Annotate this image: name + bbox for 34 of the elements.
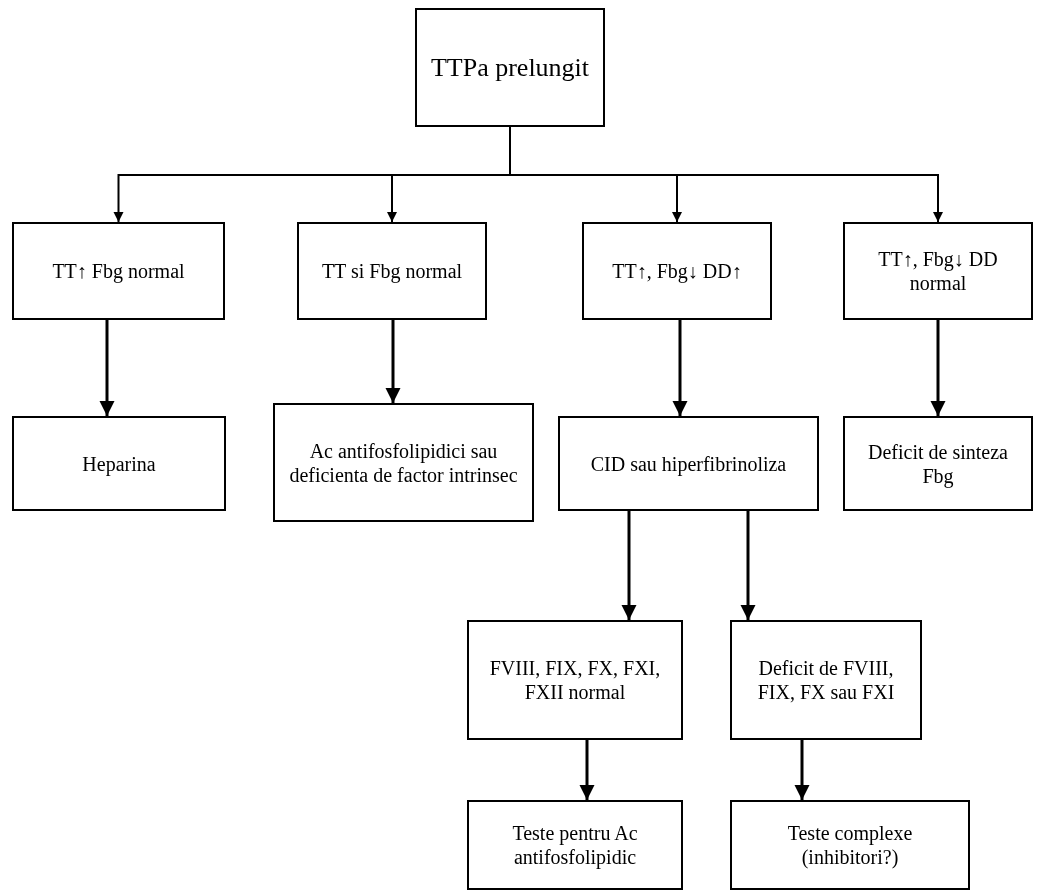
box-text: TT↑ Fbg normal: [52, 259, 185, 283]
flow-box: [297, 222, 487, 320]
flow-box: [467, 800, 683, 890]
box-text: Deficit de sinteza Fbg: [867, 439, 1009, 488]
flow-box: [730, 800, 970, 890]
arrow: [579, 740, 595, 800]
box-text: TT↑, Fbg↓ DD↑: [612, 259, 742, 283]
flow-box: [843, 222, 1033, 320]
flow-box: [582, 222, 772, 320]
box-text: Heparina: [82, 451, 156, 476]
flow-box: [558, 416, 819, 511]
arrow: [621, 511, 637, 620]
box-text: TT↑, Fbg↓ DD normal: [877, 247, 999, 295]
box-text: Teste pentru Ac antifosfolipidic: [511, 821, 639, 869]
flow-box: [843, 416, 1033, 511]
box-text: Teste complexe (inhibitori?): [786, 821, 914, 869]
box-text: CID sau hiperfibrinoliza: [590, 451, 787, 476]
box-text: TTPa prelungit: [430, 51, 590, 84]
box-text: Deficit de FVIII, FIX, FX sau FXI: [756, 656, 896, 704]
flow-box: [273, 403, 534, 522]
box-text: FVIII, FIX, FX, FXI, FXII normal: [488, 656, 662, 704]
flow-box: [12, 416, 226, 511]
flow-box: [12, 222, 225, 320]
arrow: [672, 320, 688, 416]
flow-box: [730, 620, 922, 740]
arrow: [794, 740, 810, 800]
flow-box: [467, 620, 683, 740]
arrow: [740, 511, 756, 620]
box-text: Ac antifosfolipidici sau deficienta de factor intrinsec: [288, 438, 519, 487]
box-text: TT si Fbg normal: [321, 259, 463, 283]
arrow: [930, 320, 946, 416]
arrow: [385, 320, 401, 403]
flow-box: [415, 8, 605, 127]
arrow: [99, 320, 115, 416]
